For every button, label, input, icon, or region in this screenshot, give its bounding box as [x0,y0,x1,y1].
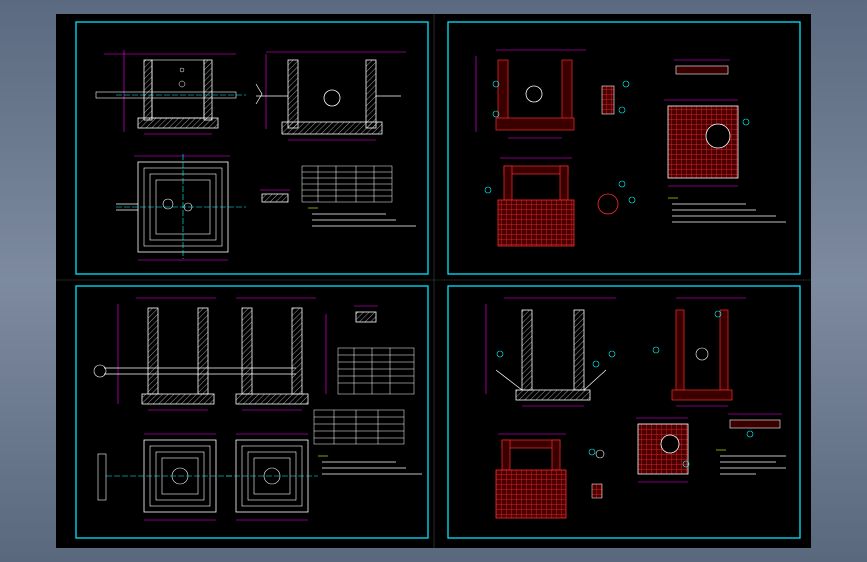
tr-rebar-wall-top [497,157,575,247]
reference-bubble [608,350,616,358]
bl-plan-b [226,433,318,521]
reference-bubble [588,448,596,456]
br-rebar-plan [636,417,689,483]
bl-table-bottom [313,409,405,445]
reference-bubbles [484,80,754,468]
reference-bubble [628,196,636,204]
tl-detail [260,189,290,203]
tl-section-b [255,51,406,141]
reference-bubble [652,346,660,354]
reference-bubble [618,180,626,188]
reference-bubble [492,110,500,118]
tl-table [301,165,393,203]
br-small-detail [591,449,605,499]
tr-rebar-plan [664,99,739,187]
tr-rebar-section [475,49,586,139]
tr-rebar-detail [597,85,619,215]
tr-cover-detail [674,59,730,75]
sheet-frame-top-right [447,21,801,275]
bl-table-top [337,347,415,395]
reference-bubble [492,80,500,88]
reference-bubble [618,106,626,114]
sheet-frame-top-left [75,21,429,275]
reference-bubble [622,80,630,88]
sheet-frame-bottom-right [447,285,801,539]
reference-bubble [592,360,600,368]
br-section [485,297,616,407]
reference-bubble [714,310,722,318]
drawing-canvas [56,14,811,548]
bl-section-a [93,297,296,411]
tl-section-a [95,50,246,135]
bl-section-b [235,297,327,411]
tl-notes [308,207,416,227]
reference-bubble [484,186,492,194]
bl-notes [318,455,422,475]
cad-viewport[interactable] [56,14,811,548]
tr-notes [668,197,786,223]
reference-bubble [496,350,504,358]
bl-plan-a [97,433,232,521]
reference-bubble [682,460,690,468]
br-side-section [671,297,746,407]
br-rebar-wall [495,433,567,519]
bl-detail [354,305,378,323]
sheet-frame-bottom-left [75,285,429,539]
br-cover-detail [728,413,782,429]
reference-bubble [746,430,754,438]
tl-plan [116,154,246,261]
br-notes [716,449,786,475]
reference-bubble [742,118,750,126]
